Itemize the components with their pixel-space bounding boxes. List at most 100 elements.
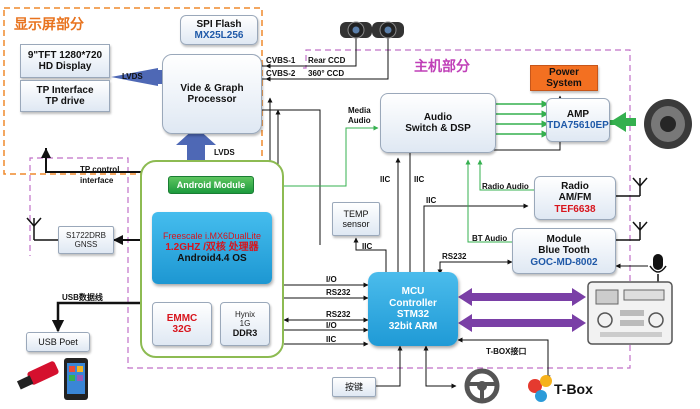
radio-line2: AM/FM [558, 192, 592, 204]
mcu-line3: STM32 [396, 309, 430, 320]
dashboard-panel-icon [587, 281, 673, 345]
ddr-line2: 1G [239, 318, 251, 328]
steering-wheel-icon [464, 368, 500, 404]
audio-line2: Switch & DSP [405, 123, 471, 134]
bt-part: GOC-MD-8002 [530, 256, 598, 268]
temp-line2: sensor [342, 219, 370, 229]
wheel-line [423, 345, 457, 389]
usb-port-block: USB Poet [26, 332, 90, 352]
smartphone-icon [64, 358, 88, 400]
bt-line1: Module [546, 233, 582, 245]
lvds-arrow-android-shaft [187, 143, 205, 162]
mcu-line4: 32bit ARM [388, 320, 438, 332]
iic-radio-route [423, 203, 529, 272]
radio-block: Radio AM/FM TEF6638 [534, 176, 616, 220]
amp-title: AMP [566, 108, 590, 120]
display-region-border [3, 7, 263, 175]
rs232-bt-label: RS232 [442, 252, 467, 261]
radio-audio-line [477, 159, 534, 191]
radio-part: TEF6638 [554, 203, 596, 215]
power-system-block: Power System [530, 65, 598, 91]
gnss-block: S1722DRB GNSS [58, 226, 114, 254]
tbox-logo [528, 375, 552, 402]
audio-line1: Audio [423, 111, 453, 123]
can-arrow-2 [458, 314, 586, 332]
display-line2: HD Display [38, 61, 92, 72]
cvbs1-line [262, 38, 357, 67]
tbox-brand: T-Box [554, 381, 593, 397]
tbox-line [457, 337, 551, 381]
io-label-1: I/O [326, 275, 337, 284]
spi-flash-title: SPI Flash [196, 18, 242, 30]
ddr-line3: DDR3 [232, 328, 258, 339]
media-label-2: Audio [348, 116, 371, 125]
bluetooth-block: Module Blue Tooth GOC-MD-8002 [512, 228, 616, 274]
keys-block: 按键 [332, 377, 376, 397]
keys-label: 按键 [344, 381, 363, 392]
amp-speaker-arrow-shaft [607, 120, 627, 125]
amp-block: AMP TDA75610EP [546, 98, 610, 142]
spi-flash-part: MX25L256 [194, 30, 244, 41]
host-region-border [29, 49, 631, 369]
microphone-icon [653, 254, 663, 270]
power-line1: Power [548, 66, 579, 78]
mcu-line1: MCU [401, 286, 425, 297]
emmc-line2: 32G [172, 324, 192, 335]
bt-line2: Blue Tooth [538, 245, 590, 257]
tp-block: TP Interface TP drive [20, 80, 110, 112]
tp-control-label-1: TP control [80, 165, 120, 174]
video-processor-block: Vide & Graph Processor [162, 54, 262, 134]
video-mcu-link [262, 109, 321, 245]
display-line1: 9"TFT 1280*720 [27, 49, 103, 61]
gnss-antenna-head [26, 217, 42, 228]
can-arrow-1 [458, 288, 586, 306]
usb-line [56, 301, 148, 330]
radio-antenna-head [632, 177, 648, 188]
camera-icon-rear [340, 21, 372, 39]
radio-audio-label: Radio Audio [482, 182, 529, 191]
usb-port-label: USB Poet [38, 336, 78, 347]
iic-temp-route [353, 237, 387, 272]
emmc-block: EMMC 32G [152, 302, 212, 346]
display-region-title: 显示屏部分 [14, 16, 84, 32]
ddr-block: Hynix 1G DDR3 [220, 302, 270, 346]
tp-control-label-2: interface [80, 176, 114, 185]
rear-ccd-label: Rear CCD [308, 56, 346, 65]
lvds-arrow-display [111, 68, 158, 86]
android-title: Android Module [176, 179, 246, 190]
emmc-line1: EMMC [166, 312, 198, 324]
mcu-line2: Controller [389, 297, 437, 309]
keys-line [376, 345, 403, 387]
radio-line1: Radio [561, 180, 589, 192]
tp-line2: TP drive [45, 96, 85, 107]
can-bus-label: CAN Bus [496, 300, 540, 311]
temp-line1: TEMP [343, 208, 369, 219]
cvbs2-line [262, 38, 389, 80]
microphone-stand [649, 265, 667, 282]
lvds-android-label: LVDS [214, 148, 235, 157]
video-line1: Vide & Graph [180, 82, 244, 94]
display-block: 9"TFT 1280*720 HD Display [20, 44, 110, 78]
io-label-2: I/O [326, 321, 337, 330]
video-line2: Processor [187, 94, 237, 105]
ddr-line1: Hynix [234, 309, 255, 319]
rs232-bt-line [437, 259, 513, 275]
iic-temp-label: IIC [362, 242, 373, 251]
host-region-title: 主机部分 [414, 58, 470, 74]
iic-power-label: IIC [414, 175, 425, 184]
mcu-block: MCU Controller STM32 32bit ARM [368, 272, 458, 346]
media-label-1: Media [348, 106, 371, 115]
gnss-line2: GNSS [74, 240, 98, 249]
usb-stick-icon [16, 361, 59, 390]
speaker-icon [644, 99, 692, 149]
usb-line-label: USB数据线 [62, 293, 103, 302]
spi-flash-block: SPI Flash MX25L256 [180, 15, 258, 45]
tp-line1: TP Interface [36, 84, 94, 96]
cvbs2-label: CVBS-2 [266, 69, 296, 78]
audio-dsp-block: Audio Switch & DSP [380, 93, 496, 153]
camera-icon-360 [372, 21, 404, 39]
lvds-arrow-android [176, 127, 216, 145]
temp-sensor-block: TEMP sensor [332, 202, 380, 236]
surround-ccd-label: 360° CCD [308, 69, 345, 78]
